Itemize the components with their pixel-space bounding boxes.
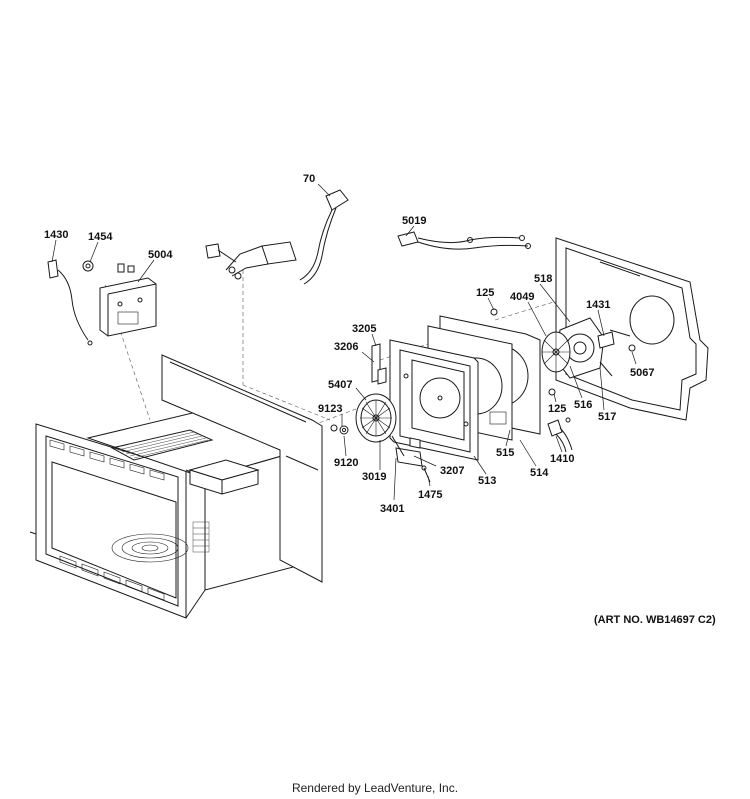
label-1475: 1475: [418, 489, 442, 501]
label-515: 515: [496, 447, 514, 459]
wire-harness: [397, 231, 531, 250]
label-3207: 3207: [440, 465, 464, 477]
label-3206: 3206: [334, 341, 358, 353]
label-514: 514: [530, 467, 549, 479]
label-5004: 5004: [148, 249, 173, 261]
label-4049: 4049: [510, 291, 534, 303]
label-70: 70: [303, 173, 315, 185]
label-3019: 3019: [362, 471, 386, 483]
label-3401: 3401: [380, 503, 404, 515]
label-517: 517: [598, 411, 616, 423]
leader-lines: [51, 183, 637, 501]
convection-housing-panels: [389, 315, 541, 461]
part-labels: 70 5019 1430 1454 5004 125 518 4049 1431…: [44, 173, 716, 626]
label-1430: 1430: [44, 229, 68, 241]
thermal-bracket-assembly: [47, 259, 157, 346]
render-credit: Rendered by LeadVenture, Inc.: [291, 781, 459, 795]
label-5019: 5019: [402, 215, 426, 227]
label-125-bottom: 125: [548, 403, 566, 415]
label-9120: 9120: [334, 457, 358, 469]
label-518: 518: [534, 273, 552, 285]
label-1410: 1410: [550, 453, 574, 465]
fasteners: [330, 308, 573, 483]
label-9123: 9123: [318, 403, 342, 415]
oven-cavity: [29, 354, 323, 619]
rear-cover-panel: [555, 237, 709, 421]
art-number: (ART NO. WB14697 C2): [594, 614, 716, 626]
power-cord-assembly: [205, 189, 349, 285]
label-5067: 5067: [630, 367, 654, 379]
label-1454: 1454: [88, 231, 113, 243]
label-3205: 3205: [352, 323, 376, 335]
label-125-top: 125: [476, 287, 494, 299]
convection-element: [355, 393, 423, 467]
label-513: 513: [478, 475, 496, 487]
label-5407: 5407: [328, 379, 352, 391]
fan-motor-assembly: [541, 317, 615, 379]
label-1431: 1431: [586, 299, 610, 311]
label-516: 516: [574, 399, 592, 411]
